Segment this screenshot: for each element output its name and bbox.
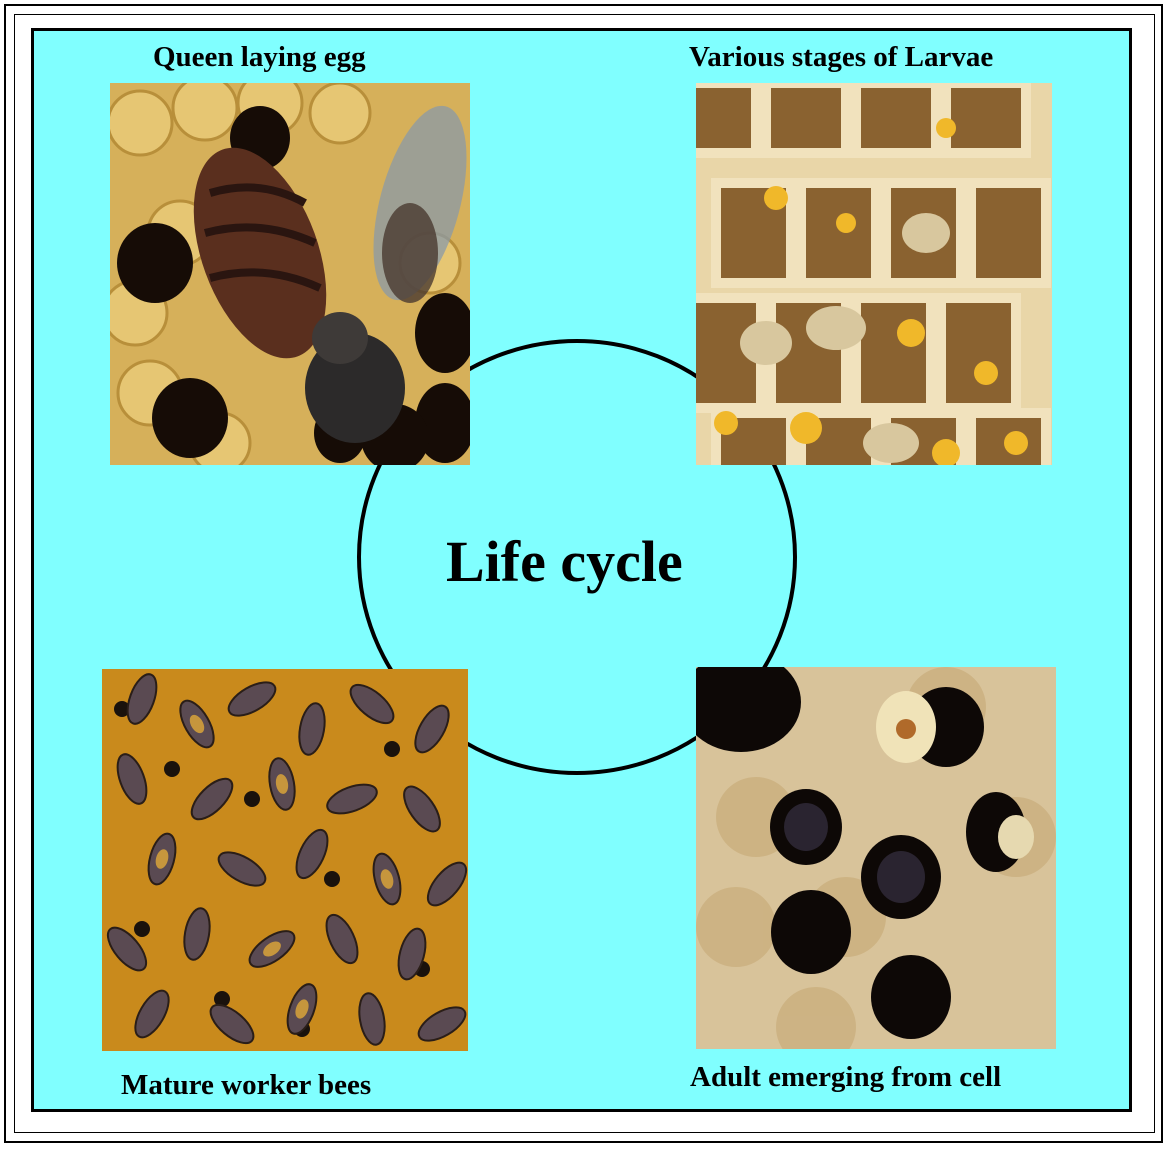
adult-emerging-photo: [696, 667, 1056, 1049]
queen-laying-egg-photo: [110, 83, 470, 465]
caption-queen-laying-egg: Queen laying egg: [153, 43, 366, 72]
larvae-stages-photo: [696, 83, 1052, 465]
life-cycle-title: Life cycle: [446, 533, 683, 591]
caption-mature-worker-bees: Mature worker bees: [121, 1071, 371, 1100]
diagram-panel: Queen laying egg Various stages of Larva…: [31, 28, 1132, 1112]
caption-larvae-stages: Various stages of Larvae: [689, 43, 993, 72]
mature-worker-bees-photo: [102, 669, 468, 1051]
caption-adult-emerging: Adult emerging from cell: [690, 1063, 1001, 1092]
